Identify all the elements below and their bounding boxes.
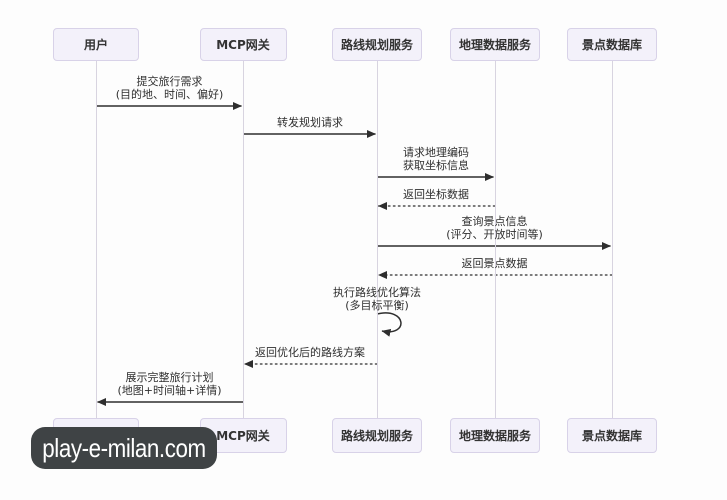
- watermark-text: play-e-milan.com: [42, 432, 206, 463]
- actor-label: MCP网关: [216, 429, 270, 443]
- lifeline-poi-database: [611, 61, 613, 418]
- actor-box-top-route-planning-service: 路线规划服务: [332, 28, 422, 61]
- watermark: play-e-milan.com: [31, 427, 217, 469]
- message-label-line: 转发规划请求: [277, 116, 343, 129]
- lifeline-route-planning-service: [376, 61, 378, 418]
- message-label-line: 获取坐标信息: [403, 159, 469, 172]
- actor-label: 地理数据服务: [458, 429, 531, 443]
- message-label-line: 展示完整旅行计划: [125, 371, 214, 384]
- lifeline-mcp-gateway: [242, 61, 244, 418]
- actor-box-top-user: 用户: [53, 28, 139, 61]
- message-label-line: 提交旅行需求: [136, 75, 203, 88]
- lifeline-geo-data-service: [494, 61, 496, 418]
- actor-label: 路线规划服务: [340, 38, 413, 52]
- actor-label: 路线规划服务: [340, 429, 413, 443]
- message-label-0: 提交旅行需求(目的地、时间、偏好): [116, 75, 224, 101]
- actor-label: MCP网关: [216, 38, 270, 52]
- self-message-arrow-6: [376, 312, 402, 337]
- message-label-8: 展示完整旅行计划(地图+时间轴+详情): [117, 371, 221, 397]
- message-label-line: 执行路线优化算法: [333, 286, 421, 299]
- actor-box-top-poi-database: 景点数据库: [567, 28, 657, 61]
- message-label-6: 执行路线优化算法(多目标平衡): [333, 286, 421, 312]
- actor-box-bottom-route-planning-service: 路线规划服务: [332, 418, 422, 453]
- message-label-7: 返回优化后的路线方案: [255, 346, 365, 359]
- message-label-line: 返回景点数据: [461, 257, 528, 270]
- actor-box-top-mcp-gateway: MCP网关: [199, 28, 287, 61]
- actor-box-bottom-geo-data-service: 地理数据服务: [450, 418, 540, 453]
- message-label-line: (地图+时间轴+详情): [117, 384, 222, 397]
- message-label-line: (评分、开放时间等): [446, 228, 543, 241]
- message-label-1: 转发规划请求: [277, 116, 343, 129]
- message-label-line: 查询景点信息: [461, 215, 528, 228]
- message-label-5: 返回景点数据: [462, 257, 528, 270]
- lifeline-user: [95, 61, 97, 418]
- message-label-line: (多目标平衡): [345, 299, 409, 312]
- message-label-line: 返回坐标数据: [403, 188, 469, 201]
- actor-label: 景点数据库: [581, 38, 642, 52]
- message-label-2: 请求地理编码获取坐标信息: [403, 146, 469, 172]
- actor-box-top-geo-data-service: 地理数据服务: [450, 28, 540, 61]
- actor-label: 用户: [83, 38, 108, 52]
- actor-label: 景点数据库: [581, 429, 642, 443]
- actor-box-bottom-poi-database: 景点数据库: [567, 418, 657, 453]
- message-label-line: 请求地理编码: [403, 146, 469, 159]
- message-label-line: 返回优化后的路线方案: [255, 346, 365, 359]
- message-label-3: 返回坐标数据: [403, 188, 469, 201]
- actor-label: 地理数据服务: [458, 38, 531, 52]
- message-label-4: 查询景点信息(评分、开放时间等): [446, 215, 543, 241]
- message-label-line: (目的地、时间、偏好): [115, 88, 224, 101]
